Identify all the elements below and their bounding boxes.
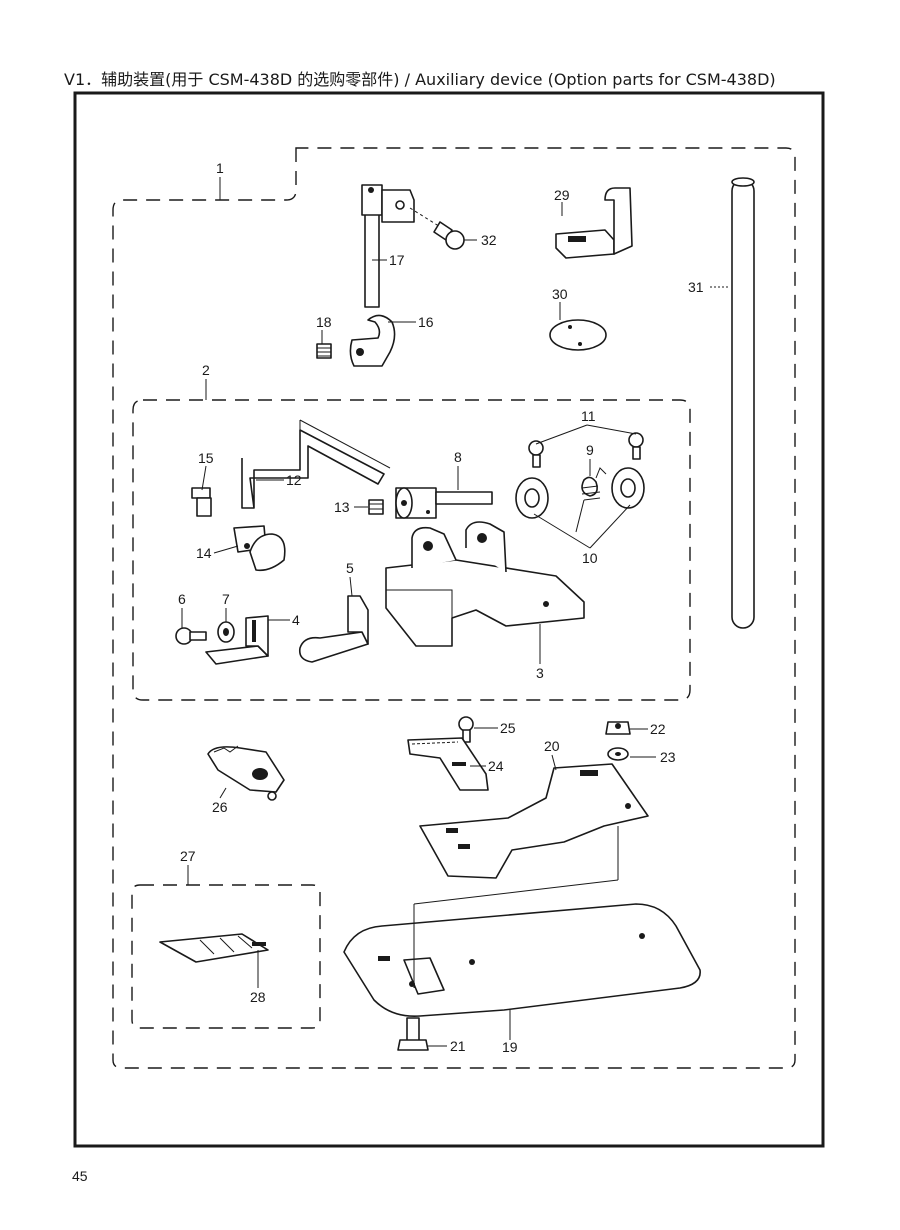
callout-18: 18 — [316, 314, 332, 330]
callout-16: 16 — [418, 314, 434, 330]
page-title: V1．辅助装置(用于 CSM-438D 的选购零部件) / Auxiliary … — [64, 70, 776, 89]
part-19-plate — [343, 903, 701, 1017]
callout-24: 24 — [488, 758, 504, 774]
part-4-bracket — [205, 615, 269, 665]
callout-14: 14 — [196, 545, 212, 561]
callout-30: 30 — [552, 286, 568, 302]
part-6-screw — [175, 627, 207, 645]
callout-3: 3 — [536, 665, 544, 681]
page-number: 45 — [72, 1168, 88, 1184]
callout-4: 4 — [292, 612, 300, 628]
part-8-pin — [395, 487, 493, 519]
part-23-washer — [607, 747, 629, 761]
callout-29: 29 — [554, 187, 570, 203]
part-14-knob — [233, 525, 286, 572]
callout-15: 15 — [198, 450, 214, 466]
part-3-base — [385, 521, 585, 647]
callout-17: 17 — [389, 252, 405, 268]
callout-2: 2 — [202, 362, 210, 378]
callout-26: 26 — [212, 799, 228, 815]
part-31-rod — [731, 177, 755, 629]
part-22-nut — [605, 721, 631, 735]
callout-23: 23 — [660, 749, 676, 765]
part-12-bent-rod — [241, 419, 391, 509]
part-20-plate — [419, 763, 649, 879]
part-11-screws — [528, 432, 644, 468]
callout-22: 22 — [650, 721, 666, 737]
callout-27: 27 — [180, 848, 196, 864]
callout-10: 10 — [582, 550, 598, 566]
part-5-bracket — [298, 595, 369, 663]
callout-21: 21 — [450, 1038, 466, 1054]
callout-6: 6 — [178, 591, 186, 607]
callout-31: 31 — [688, 279, 704, 295]
callout-25: 25 — [500, 720, 516, 736]
part-17-shaft — [361, 184, 415, 308]
part-21-bolt — [397, 1017, 429, 1051]
part-18-setscrew — [316, 343, 332, 359]
part-7-washer — [217, 621, 235, 643]
callout-9: 9 — [586, 442, 594, 458]
part-13-setscrew — [368, 499, 384, 515]
callout-7: 7 — [222, 591, 230, 607]
group-27-boundary — [131, 884, 321, 1029]
part-16-elbow — [349, 314, 396, 367]
callout-32: 32 — [481, 232, 497, 248]
part-28-comb — [159, 933, 269, 963]
callout-19: 19 — [502, 1039, 518, 1055]
part-30-disk — [549, 319, 607, 351]
callout-20: 20 — [544, 738, 560, 754]
group-2-boundary — [132, 399, 691, 701]
group-1-boundary — [112, 147, 796, 1069]
callout-1: 1 — [216, 160, 224, 176]
callout-8: 8 — [454, 449, 462, 465]
callout-28: 28 — [250, 989, 266, 1005]
part-26-plate — [207, 745, 285, 801]
callout-12: 12 — [286, 472, 302, 488]
callout-13: 13 — [334, 499, 350, 515]
diagram-frame — [73, 91, 825, 1148]
part-15-screw — [191, 487, 212, 517]
part-24-foot — [407, 737, 489, 791]
part-25-screw — [458, 716, 474, 743]
callout-11: 11 — [581, 408, 596, 424]
part-32-screw — [409, 207, 465, 250]
part-10-collars — [515, 467, 645, 519]
part-9-spring — [575, 467, 607, 533]
part-29-bracket — [555, 187, 633, 259]
callout-5: 5 — [346, 560, 354, 576]
